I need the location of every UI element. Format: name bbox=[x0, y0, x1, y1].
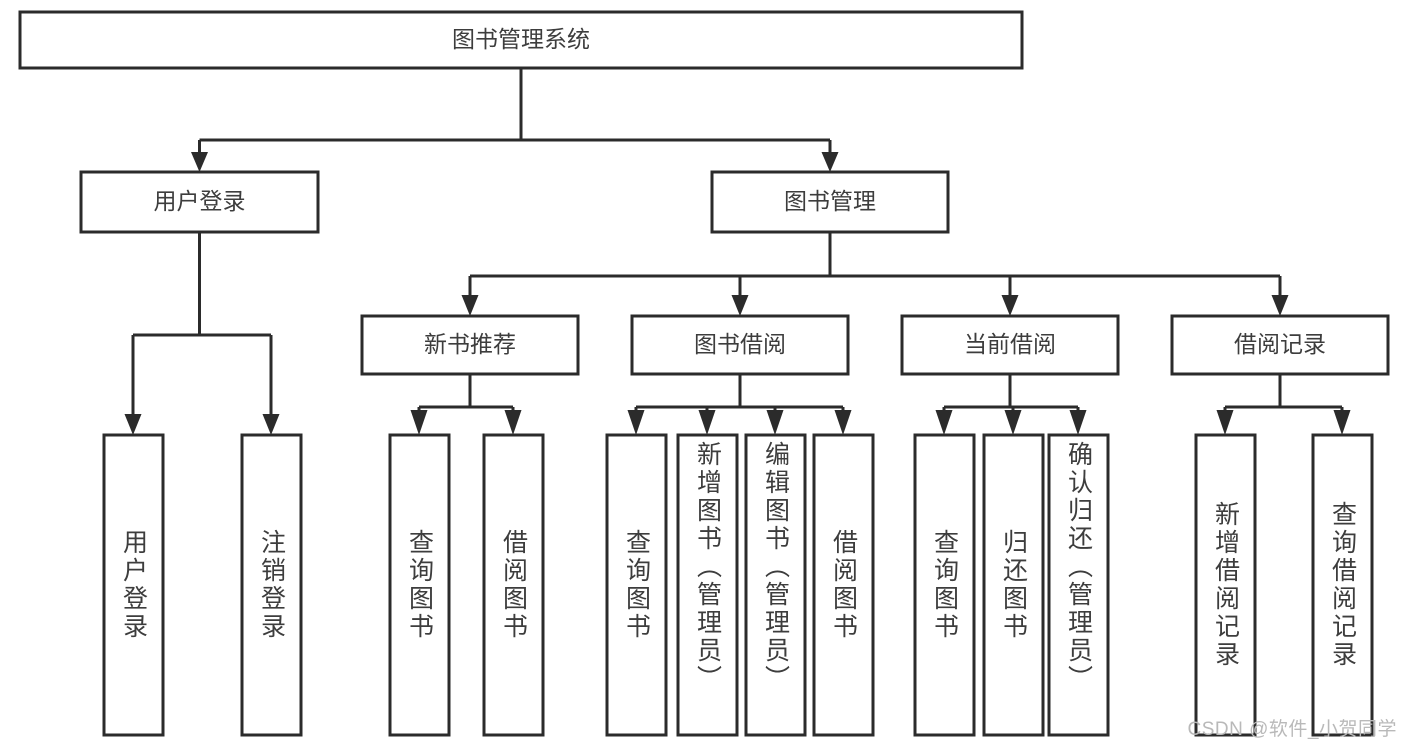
arrowhead-leaf-edit-book bbox=[766, 410, 784, 435]
arrowhead-leaf-add-record bbox=[1216, 410, 1234, 435]
node-leaf-return-book[interactable] bbox=[982, 433, 1045, 737]
csdn-watermark: CSDN @软件_小贺同学 bbox=[1187, 719, 1397, 740]
node-leaf-query-book-2[interactable] bbox=[605, 433, 668, 737]
arrowhead-leaf-user-login bbox=[124, 414, 142, 435]
node-leaf-add-book[interactable] bbox=[676, 433, 739, 737]
arrowhead-book-manage bbox=[821, 152, 839, 172]
arrowhead-book-borrow bbox=[731, 295, 749, 316]
node-leaf-add-record[interactable] bbox=[1194, 433, 1257, 737]
node-root[interactable] bbox=[18, 10, 1024, 70]
node-boxes: 图书管理系统 用户登录 图书管理 新书推荐 图书借阅 当前借阅 借阅记录 bbox=[18, 10, 1390, 737]
node-borrow-record[interactable] bbox=[1170, 314, 1390, 376]
node-book-borrow-label: 图书借阅 bbox=[694, 331, 786, 357]
arrowhead-leaf-return-book bbox=[1004, 410, 1022, 435]
connector-lines bbox=[124, 68, 1351, 435]
arrowhead-leaf-borrow-book-2 bbox=[834, 410, 852, 435]
node-user-login-label: 用户登录 bbox=[154, 188, 246, 214]
node-leaf-edit-book[interactable] bbox=[744, 433, 807, 737]
node-new-book-recommend-label: 新书推荐 bbox=[424, 331, 516, 357]
node-leaf-user-logout[interactable] bbox=[240, 433, 303, 737]
arrowhead-leaf-query-book-1 bbox=[410, 410, 428, 435]
arrowhead-borrow-record bbox=[1271, 295, 1289, 316]
arrowhead-leaf-borrow-book-1 bbox=[504, 410, 522, 435]
node-root-label: 图书管理系统 bbox=[452, 26, 590, 52]
node-leaf-confirm-return[interactable] bbox=[1047, 433, 1110, 737]
node-current-borrow[interactable] bbox=[900, 314, 1120, 376]
arrowhead-leaf-add-book bbox=[698, 410, 716, 435]
node-book-manage[interactable] bbox=[710, 170, 950, 234]
node-leaf-query-book-3[interactable] bbox=[913, 433, 976, 737]
node-leaf-borrow-book-1[interactable] bbox=[482, 433, 545, 737]
node-leaf-borrow-book-2[interactable] bbox=[812, 433, 875, 737]
node-current-borrow-label: 当前借阅 bbox=[964, 331, 1056, 357]
arrowhead-leaf-query-record bbox=[1333, 410, 1351, 435]
node-leaf-query-book-1[interactable] bbox=[388, 433, 451, 737]
node-book-manage-label: 图书管理 bbox=[784, 188, 876, 214]
node-new-book-recommend[interactable] bbox=[360, 314, 580, 376]
arrowhead-leaf-user-logout bbox=[262, 414, 280, 435]
arrowhead-leaf-confirm-return bbox=[1069, 410, 1087, 435]
arrowhead-leaf-query-book-2 bbox=[627, 410, 645, 435]
node-borrow-record-label: 借阅记录 bbox=[1234, 331, 1326, 357]
arrowhead-new-book-recommend bbox=[461, 295, 479, 316]
node-leaf-user-login[interactable] bbox=[102, 433, 165, 737]
node-user-login[interactable] bbox=[79, 170, 320, 234]
arrowhead-user-login bbox=[191, 152, 208, 172]
arrowhead-leaf-query-book-3 bbox=[935, 410, 953, 435]
node-leaf-query-record[interactable] bbox=[1311, 433, 1374, 737]
node-book-borrow[interactable] bbox=[630, 314, 850, 376]
arrowhead-current-borrow bbox=[1001, 295, 1019, 316]
